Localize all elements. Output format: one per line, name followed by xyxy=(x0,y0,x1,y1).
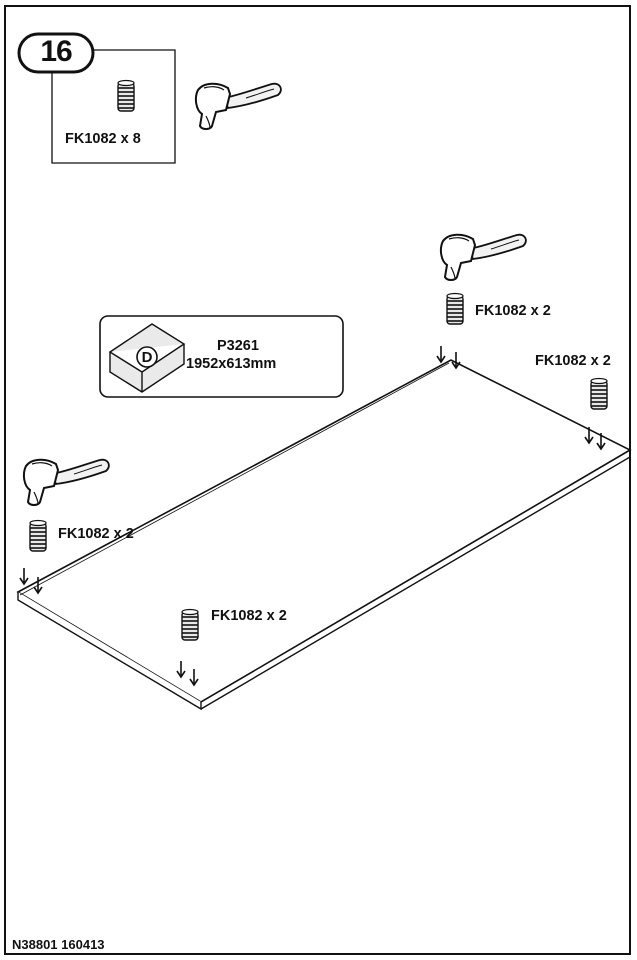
hammer-icon xyxy=(194,82,282,130)
callout-label-bottom: FK1082 x 2 xyxy=(211,608,287,624)
step-number: 16 xyxy=(40,35,72,68)
panel-letter: D xyxy=(141,349,153,366)
board-edge-line xyxy=(19,362,450,596)
parts-box-label: FK1082 x 8 xyxy=(65,131,141,147)
panel-size: 1952x613mm xyxy=(186,356,277,372)
dowel-icon xyxy=(117,79,135,112)
callout-label-top: FK1082 x 2 xyxy=(475,303,551,319)
callout-label-right: FK1082 x 2 xyxy=(535,353,611,369)
arrow-down-icon xyxy=(19,567,29,585)
board-thickness-right xyxy=(200,450,631,710)
dowel-icon xyxy=(181,608,199,641)
panel-letter-circle xyxy=(136,346,158,368)
arrow-down-icon xyxy=(436,345,446,363)
document-code: N38801 160413 xyxy=(12,937,105,952)
step-badge xyxy=(17,32,95,74)
dowel-icon xyxy=(29,519,47,552)
dowel-icon xyxy=(590,377,608,410)
instruction-page-frame xyxy=(4,5,631,955)
parts-box xyxy=(51,49,176,164)
hammer-icon xyxy=(439,233,527,281)
callout-label-left: FK1082 x 2 xyxy=(58,526,134,542)
panel-piece-icon xyxy=(108,323,186,393)
board-thickness-front xyxy=(17,592,202,711)
hammer-icon xyxy=(22,458,110,506)
panel-code: P3261 xyxy=(217,338,259,354)
dowel-icon xyxy=(446,292,464,325)
